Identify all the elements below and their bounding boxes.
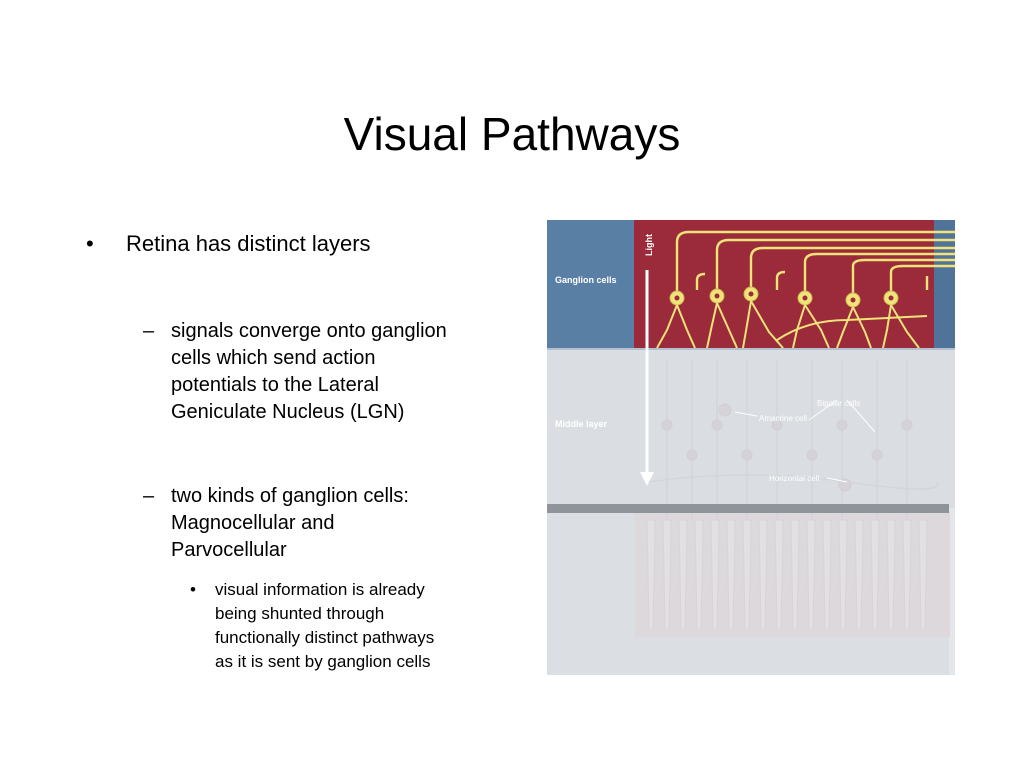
sub-bullet-marker: – [143, 320, 155, 342]
middle-layer-label: Middle layer [555, 419, 608, 429]
ganglion-dendrites [656, 300, 928, 349]
ganglion-axons [675, 230, 955, 295]
text-line: Magnocellular and [171, 512, 335, 534]
text-line: cells which send action [171, 347, 376, 369]
text-line: visual information is already [215, 580, 425, 599]
ganglion-cell-bodies [669, 286, 899, 308]
horizontal-cell-label: Horizontal cell [769, 474, 819, 483]
band-edge [934, 220, 955, 348]
text-line: signals converge onto ganglion [171, 320, 447, 342]
ganglion-cells-label: Ganglion cells [555, 275, 617, 285]
slide-title: Visual Pathways [343, 108, 681, 160]
light-label: Light [644, 234, 654, 256]
text-line: potentials to the Lateral [171, 374, 379, 396]
bullet-marker: • [86, 231, 94, 256]
overlay-divider [547, 504, 949, 513]
text-line: being shunted through [215, 604, 385, 623]
text-line: as it is sent by ganglion cells [215, 652, 431, 671]
label-pointers [734, 399, 876, 483]
text-line: functionally distinct pathways [215, 628, 435, 647]
sub-sub-bullet-text: visual information is already being shun… [215, 578, 434, 674]
text-line: two kinds of ganglion cells: [171, 485, 409, 507]
sub-bullet-text: two kinds of ganglion cells: Magnocellul… [171, 483, 409, 564]
amacrine-cell-label: Amacrine cell [759, 414, 807, 423]
text-line: Parvocellular [171, 539, 287, 561]
retina-red-panel [634, 220, 934, 348]
light-arrow [640, 270, 654, 486]
retina-diagram: Ganglion cells Middle layer Light Bipola… [547, 220, 955, 675]
middle-layer-overlay [547, 348, 955, 508]
sub-bullet-text: signals converge onto ganglion cells whi… [171, 318, 447, 426]
retina-layers-figure: Ganglion cells Middle layer Light Bipola… [547, 220, 955, 675]
bullet-text: Retina has distinct layers [126, 231, 371, 256]
text-line: Geniculate Nucleus (LGN) [171, 401, 405, 423]
lower-overlay [547, 513, 949, 675]
sub-sub-bullet-marker: • [190, 580, 196, 599]
sub-bullet-marker: – [143, 485, 155, 507]
bipolar-cells-label: Bipolar cells [817, 399, 860, 408]
